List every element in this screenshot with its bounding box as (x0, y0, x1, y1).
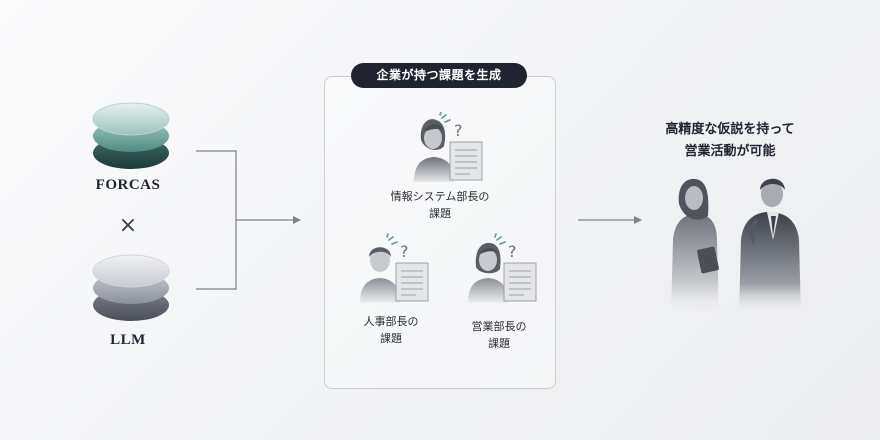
sales-director-issue-line1: 営業部長の (471, 320, 527, 333)
hr-director-issue-line2: 課題 (380, 332, 402, 345)
hr-director-issue-label: 人事部長の 課題 (336, 313, 446, 347)
llm-stack-icon (92, 254, 170, 321)
forcas-stack-icon (92, 102, 170, 169)
it-director-issue-line2: 課題 (429, 207, 451, 220)
forcas-label: FORCAS (95, 177, 161, 193)
sales-director-issue-label: 営業部長の 課題 (444, 318, 554, 352)
svg-text:?: ? (508, 242, 517, 261)
result-line1: 高精度な仮説を持って (665, 122, 795, 137)
hr-director-issue-line1: 人事部長の (363, 315, 419, 328)
svg-text:?: ? (454, 121, 463, 140)
result-text: 高精度な仮説を持って 営業活動が可能 (640, 119, 820, 163)
multiply-sign: × (118, 213, 138, 238)
result-line2: 営業活動が可能 (684, 144, 776, 159)
it-director-issue-label: 情報システム部長の 課題 (354, 188, 526, 222)
sales-director-issue-line2: 課題 (488, 337, 510, 350)
result-arrow-icon (578, 216, 642, 224)
it-director-issue-line1: 情報システム部長の (390, 190, 490, 203)
panel-title-pill: 企業が持つ課題を生成 (351, 63, 527, 88)
business-people-illustration (671, 178, 801, 315)
sales-director-with-document-icon: ? (468, 233, 537, 303)
svg-text:?: ? (400, 242, 409, 261)
llm-label: LLM (110, 332, 146, 348)
hr-director-with-document-icon: ? (360, 233, 429, 303)
it-director-with-document-icon: ? (414, 112, 483, 182)
merge-arrow-icon (196, 150, 301, 290)
